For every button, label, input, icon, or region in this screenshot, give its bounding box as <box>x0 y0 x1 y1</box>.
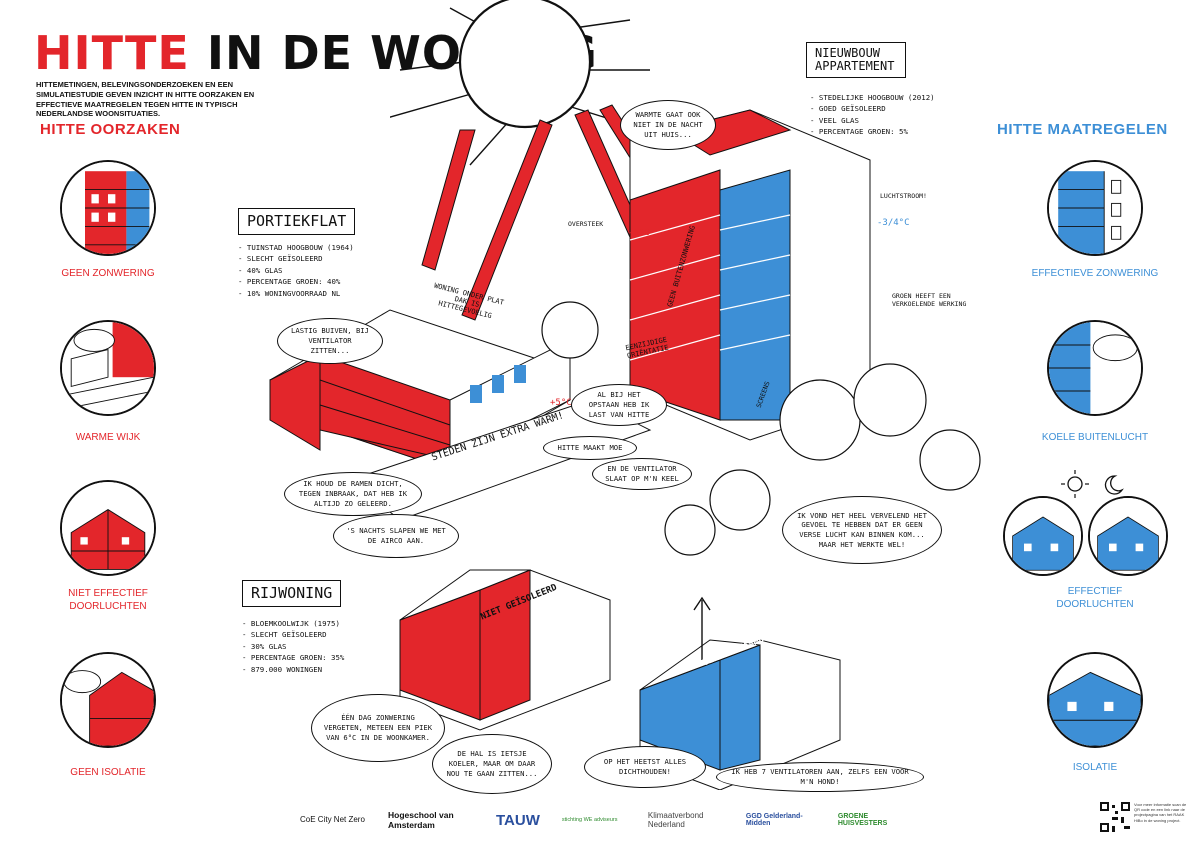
spec-line: - 40% GLAS <box>238 265 283 275</box>
measures-heading: HITTE MAATREGELEN <box>997 121 1168 138</box>
spec-line: - VEEL GLAS <box>810 115 859 125</box>
quote-bubble: IK HOUD DE RAMEN DICHT, TEGEN INBRAAK, D… <box>284 472 422 516</box>
logo-ggd: GGD Gelderland-Midden <box>745 813 803 827</box>
cause-circle-no-shading <box>60 160 156 256</box>
label-nieuwbouw: NIEUWBOUW APPARTEMENT <box>806 42 906 79</box>
measure-circle-ventilation-night <box>1088 496 1168 576</box>
quote-bubble: HITTE MAAKT MOE <box>543 436 637 460</box>
cause-label-no-insulation: GEEN ISOLATIE <box>70 767 146 778</box>
cause-circle-poor-ventilation <box>60 480 156 576</box>
label-rijwoning: RIJWONING <box>242 580 342 607</box>
spec-line: - PERCENTAGE GROEN: 5% <box>810 127 908 137</box>
spec-line: - SLECHT GEÏSOLEERD <box>242 630 327 640</box>
spec-line: - SLECHT GEÏSOLEERD <box>238 254 323 264</box>
quote-bubble: WARMTE GAAT OOK NIET IN DE NACHT UIT HUI… <box>620 100 716 150</box>
spec-line: - 30% GLAS <box>242 641 287 651</box>
partner-logos: CoE City Net Zero Hogeschool van Amsterd… <box>300 800 898 840</box>
temp-label: -5°C <box>628 228 650 238</box>
cause-label-poor-ventilation: NIET EFFECTIEF DOORLUCHTEN <box>68 588 148 612</box>
measure-circle-cool-outside-air <box>1047 320 1143 416</box>
quote-bubble: DE HAL IS IETSJE KOELER, MAAR OM DAAR NO… <box>432 734 552 794</box>
quote-bubble: IK HEB 7 VENTILATOREN AAN, ZELFS EEN VOO… <box>716 762 924 792</box>
quote-bubble: AL BIJ HET OPSTAAN HEB IK LAST VAN HITTE <box>571 384 667 426</box>
spec-line: - GOED GEÏSOLEERD <box>810 104 886 114</box>
page-subtitle: HITTEMETINGEN, BELEVINGSONDERZOEKEN EN E… <box>36 80 255 119</box>
quote-bubble: EN DE VENTILATOR SLAAT OP M'N KEEL <box>592 458 692 490</box>
specs-portiekflat: - TUINSTAD HOOGBOUW (1964) - SLECHT GEÏS… <box>238 242 398 299</box>
scene-label: LUCHTSTROOM! <box>880 192 927 200</box>
specs-rijwoning: - BLOEMKOOLWIJK (1975) - SLECHT GEÏSOLEE… <box>242 618 392 675</box>
quote-bubble: LASTIG BUIVEN, BIJ VENTILATOR ZITTEN... <box>277 318 383 364</box>
title-red-word: HITTE <box>34 26 190 80</box>
measure-label-effective-shading: EFFECTIEVE ZONWERING <box>1031 268 1159 279</box>
measure-circle-ventilation-day <box>1003 496 1083 576</box>
measure-label-insulation: ISOLATIE <box>1072 762 1118 773</box>
quote-bubble: ÉÉN DAG ZONWERING VERGETEN, METEEN EEN P… <box>311 694 445 762</box>
quote-bubble: 'S NACHTS SLAPEN WE MET DE AIRCO AAN. <box>333 514 459 558</box>
spec-line: - STEDELIJKE HOOGBOUW (2012) <box>810 93 935 102</box>
sun-and-moon-icon <box>1061 470 1124 498</box>
spec-line: - BLOEMKOOLWIJK (1975) <box>242 619 340 628</box>
scene-label: OVERSTEEK <box>568 220 604 228</box>
spec-line: - PERCENTAGE GROEN: 35% <box>242 653 345 663</box>
qr-code[interactable] <box>1100 802 1130 832</box>
qr-caption: Voor meer informatie scan de QR code en … <box>1134 802 1187 823</box>
measure-label-effective-ventilation: EFFECTIEF DOORLUCHTEN <box>1056 586 1134 610</box>
measure-circle-effective-shading <box>1047 160 1143 256</box>
causes-heading: HITTE OORZAKEN <box>40 121 181 138</box>
logo-klimaatverbond: Klimaatverbond Nederland <box>647 811 704 829</box>
logo-groene-huisvesters: GROENE HUISVESTERS <box>837 813 888 827</box>
cause-circle-warm-area <box>60 320 156 416</box>
logo-hva: Hogeschool van Amsterdam <box>388 809 454 830</box>
cause-circle-no-insulation <box>60 652 156 748</box>
spec-line: - PERCENTAGE GROEN: 40% <box>238 277 341 287</box>
quote-bubble: OP HET HEETST ALLES DICHTHOUDEN! <box>584 746 706 788</box>
quote-bubble: IK VOND HET HEEL VERVELEND HET GEVOEL TE… <box>782 496 942 564</box>
logo-we: stichting WE adviseurs <box>561 817 618 823</box>
cause-label-no-shading: GEEN ZONWERING <box>61 268 155 279</box>
logo-coe: CoE City Net Zero <box>300 815 365 825</box>
label-portiekflat: PORTIEKFLAT <box>238 208 356 235</box>
spec-line: - 10% WONINGVOORRAAD NL <box>238 288 341 298</box>
measure-label-cool-outside-air: KOELE BUITENLUCHT <box>1041 432 1149 443</box>
logo-tauw: TAUW <box>496 811 540 829</box>
specs-nieuwbouw: - STEDELIJKE HOOGBOUW (2012) - GOED GEÏS… <box>810 92 950 138</box>
cause-label-warm-area: WARME WIJK <box>75 432 141 443</box>
spec-line: - 879.000 WONINGEN <box>242 664 323 674</box>
temp-label: -3/4°C <box>877 218 910 228</box>
temp-label: +5°C <box>550 398 572 408</box>
scene-label: GROEN HEEFT EEN VERKOELENDE WERKING <box>892 292 967 308</box>
measure-circle-insulation <box>1047 652 1143 748</box>
spec-line: - TUINSTAD HOOGBOUW (1964) <box>238 243 354 252</box>
